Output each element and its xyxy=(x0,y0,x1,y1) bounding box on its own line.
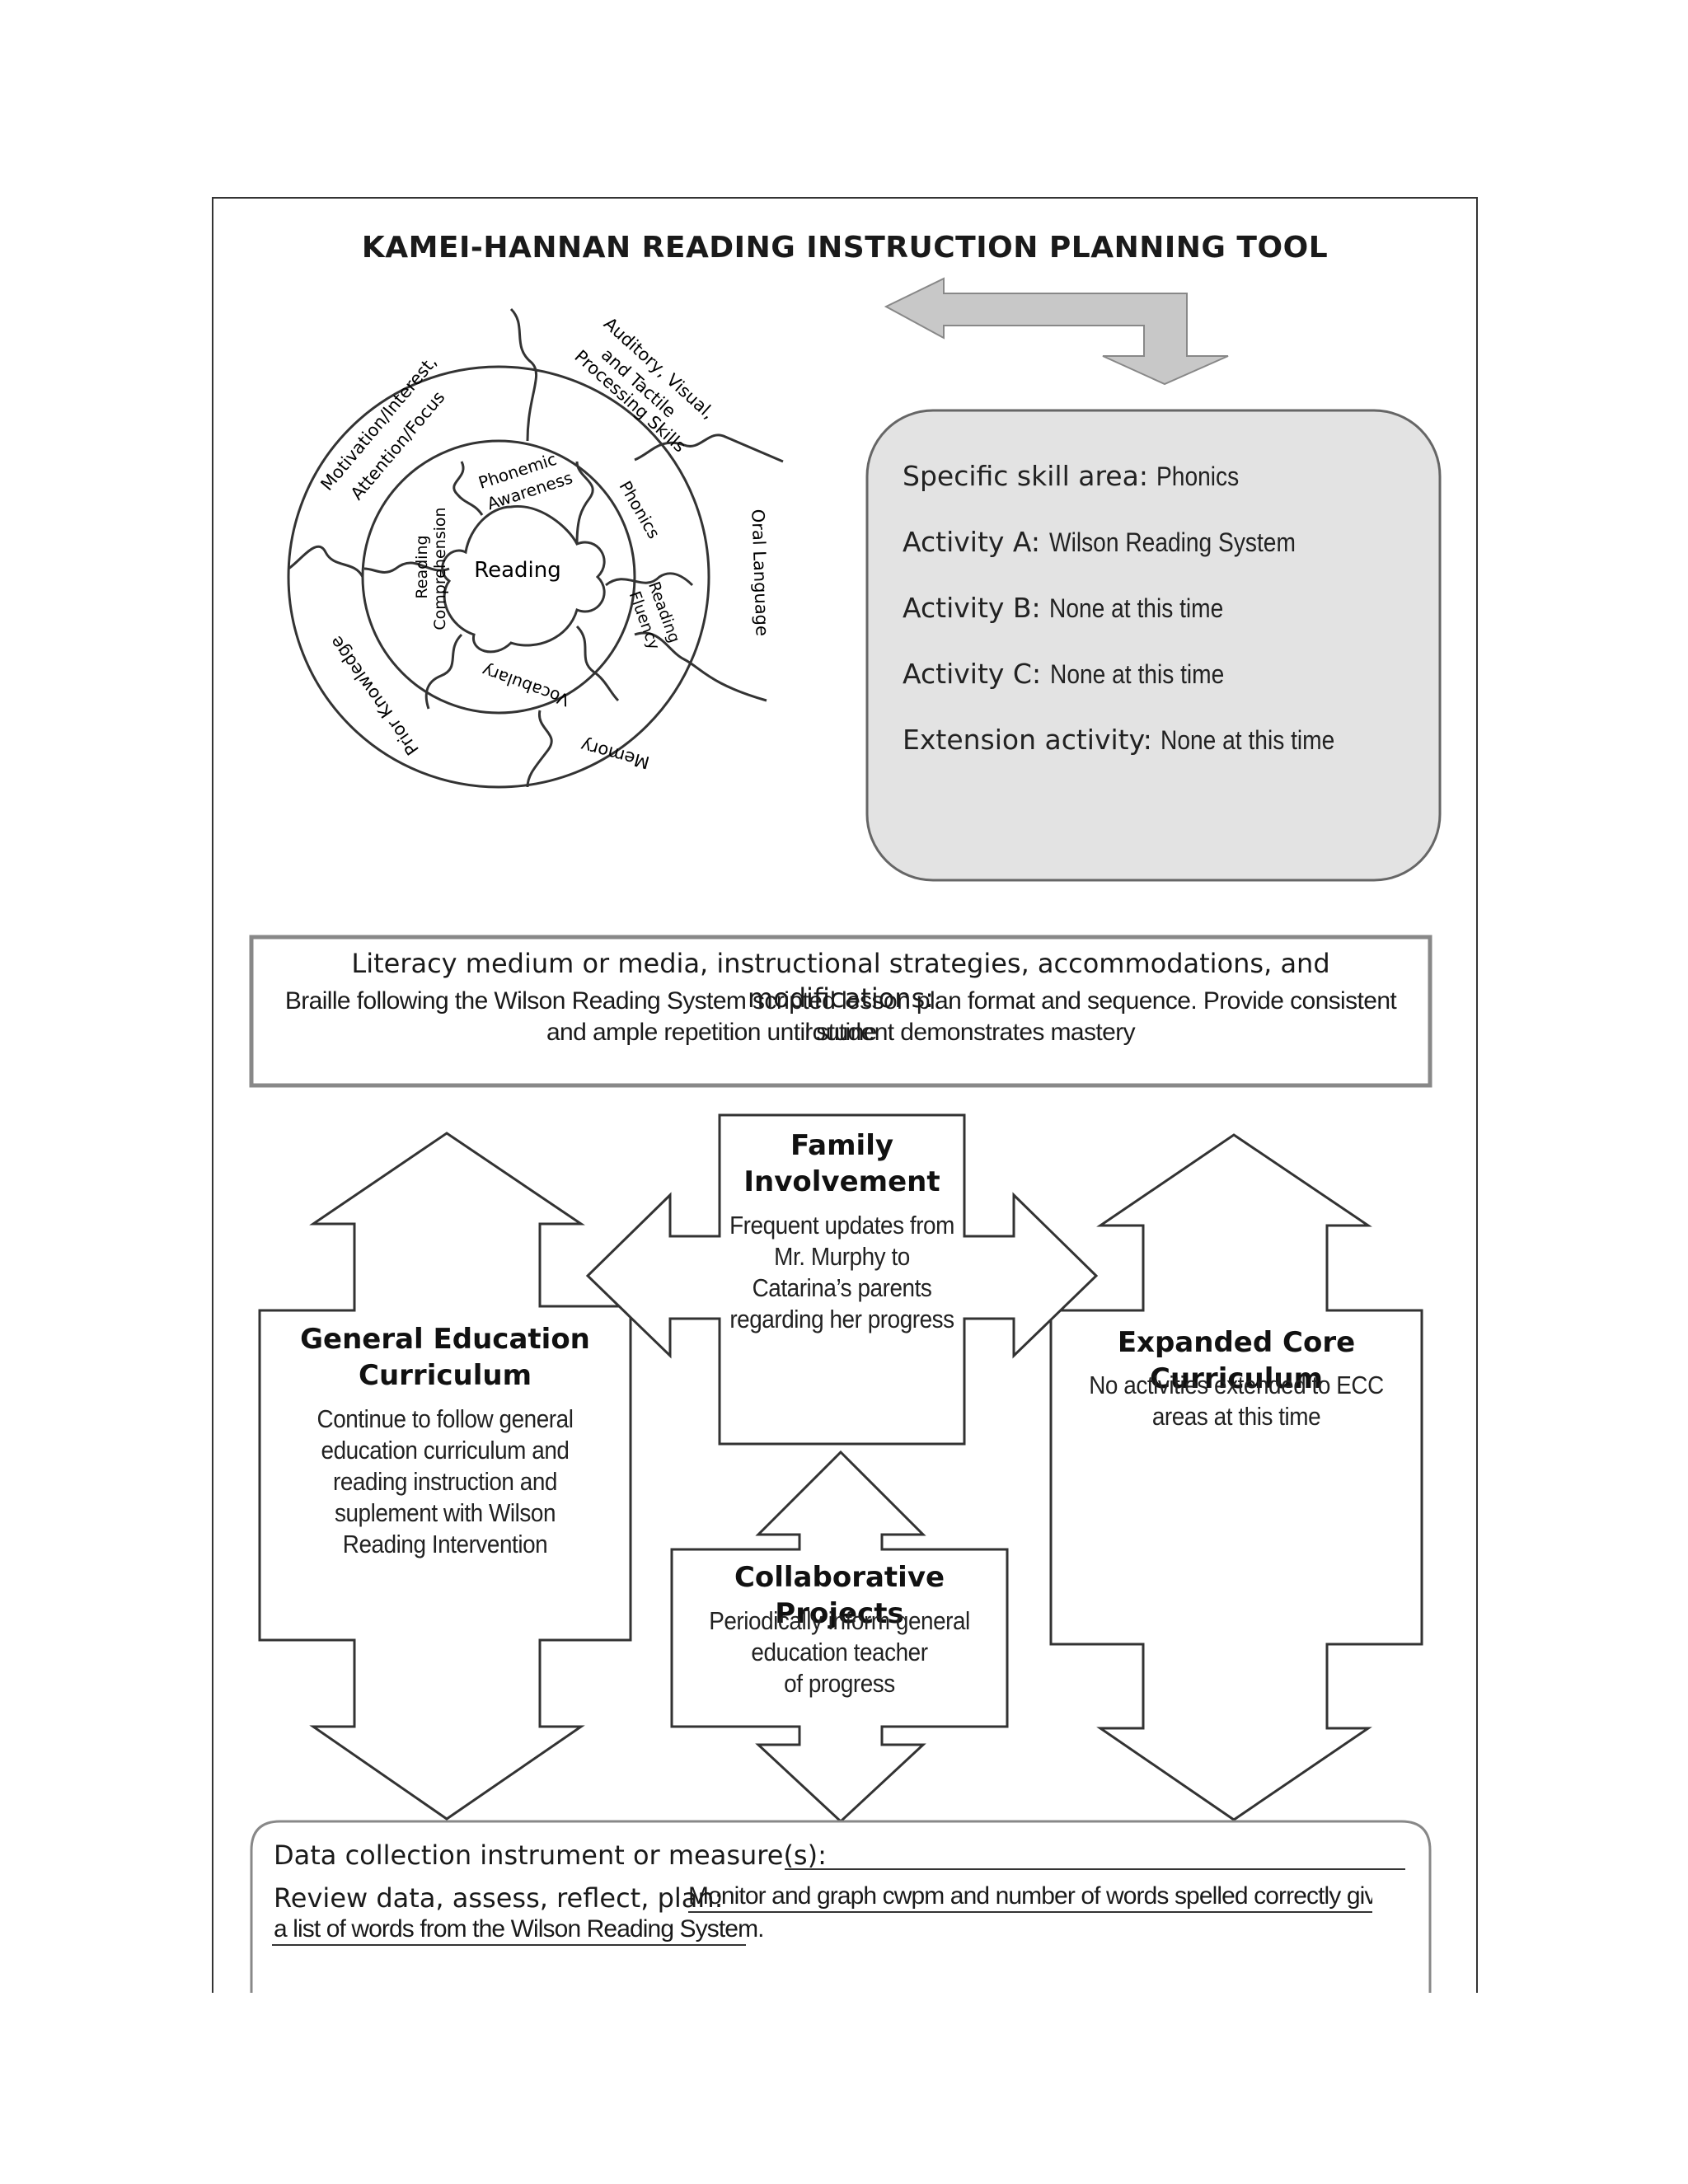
literacy-line-1: Braille following the Wilson Reading Sys… xyxy=(284,987,1397,1046)
ecc-text-2: areas at this time xyxy=(1151,1402,1321,1431)
skill-area-box xyxy=(865,409,1442,882)
skill-value: None at this time xyxy=(1160,725,1335,755)
reading-center-piece xyxy=(441,504,606,654)
skill-value: None at this time xyxy=(1049,593,1224,623)
skill-row-specific: Specific skill area: Phonics xyxy=(903,460,1250,492)
skill-label: Activity A: xyxy=(903,526,1041,558)
collab-text-2: education teacher xyxy=(751,1638,928,1666)
bent-gray-arrow xyxy=(884,277,1229,386)
skill-label: Activity B: xyxy=(903,592,1041,624)
skill-row-activity-a: Activity A: Wilson Reading System xyxy=(903,526,1329,558)
gen-ed-text-5: Reading Intervention xyxy=(342,1530,548,1558)
wheel-label-comprehension-2: Comprehension xyxy=(431,507,449,630)
skill-label: Specific skill area: xyxy=(903,460,1148,492)
literacy-box xyxy=(249,935,1432,1088)
skill-value: Wilson Reading System xyxy=(1048,527,1296,557)
page-title: KAMEI-HANNAN READING INSTRUCTION PLANNIN… xyxy=(361,231,1329,265)
review-label: Review data, assess, reflect, plan: xyxy=(274,1882,724,1914)
gen-ed-text-1: Continue to follow general xyxy=(316,1404,574,1433)
data-collection-label: Data collection instrument or measure(s)… xyxy=(274,1840,827,1871)
family-text-1: Frequent updates from xyxy=(729,1211,954,1240)
skill-row-extension: Extension activity: None at this time xyxy=(903,724,1358,756)
skill-row-activity-b: Activity B: None at this time xyxy=(903,592,1247,624)
skill-label: Extension activity: xyxy=(903,724,1152,756)
gen-ed-text-2: education curriculum and xyxy=(321,1436,570,1465)
ecc-title: Expanded Core Curriculum xyxy=(1117,1326,1356,1395)
collab-title: Collaborative Projects xyxy=(734,1561,945,1630)
gen-ed-title-1: General Education xyxy=(300,1323,590,1356)
wheel-label-reading: Reading xyxy=(474,558,561,583)
skill-label: Activity C: xyxy=(903,658,1042,690)
wheel-label-oral: Oral Language xyxy=(748,509,771,636)
page-frame xyxy=(212,197,1478,1993)
literacy-heading: Literacy medium or media, instructional … xyxy=(351,948,1330,1014)
gen-ed-double-arrow xyxy=(258,1132,632,1821)
family-text-3: Catarina’s parents xyxy=(752,1273,932,1302)
gen-ed-text-3: reading instruction and xyxy=(333,1467,557,1496)
data-collection-box xyxy=(250,1820,1432,1993)
gen-ed-title-2: Curriculum xyxy=(359,1359,532,1392)
skill-row-activity-c: Activity C: None at this time xyxy=(903,658,1248,690)
ecc-double-arrow xyxy=(1049,1133,1423,1821)
collab-text-1: Periodically inform general xyxy=(709,1606,970,1635)
skill-value: Phonics xyxy=(1156,462,1240,491)
wheel-label-comprehension-1: Reading xyxy=(413,535,431,598)
reading-puzzle-wheel: Reading Phonemic Awareness Phonics Readi… xyxy=(287,307,784,789)
family-text-4: regarding her progress xyxy=(729,1305,954,1333)
collab-text-3: of progress xyxy=(784,1669,895,1698)
family-title-1: Family xyxy=(790,1129,894,1162)
review-value-2: a list of words from the Wilson Reading … xyxy=(274,1915,765,1943)
family-involvement-shape xyxy=(585,1113,1099,1446)
literacy-line-2: and ample repetition until student demon… xyxy=(546,1019,1136,1046)
gen-ed-text-4: suplement with Wilson xyxy=(334,1498,556,1527)
review-value-1: Monitor and graph cwpm and number of wor… xyxy=(688,1882,1372,1910)
family-text-2: Mr. Murphy to xyxy=(774,1242,910,1271)
family-title-2: Involvement xyxy=(743,1165,940,1198)
ecc-text-1: No activities extended to ECC xyxy=(1089,1371,1384,1399)
skill-value: None at this time xyxy=(1049,659,1224,689)
